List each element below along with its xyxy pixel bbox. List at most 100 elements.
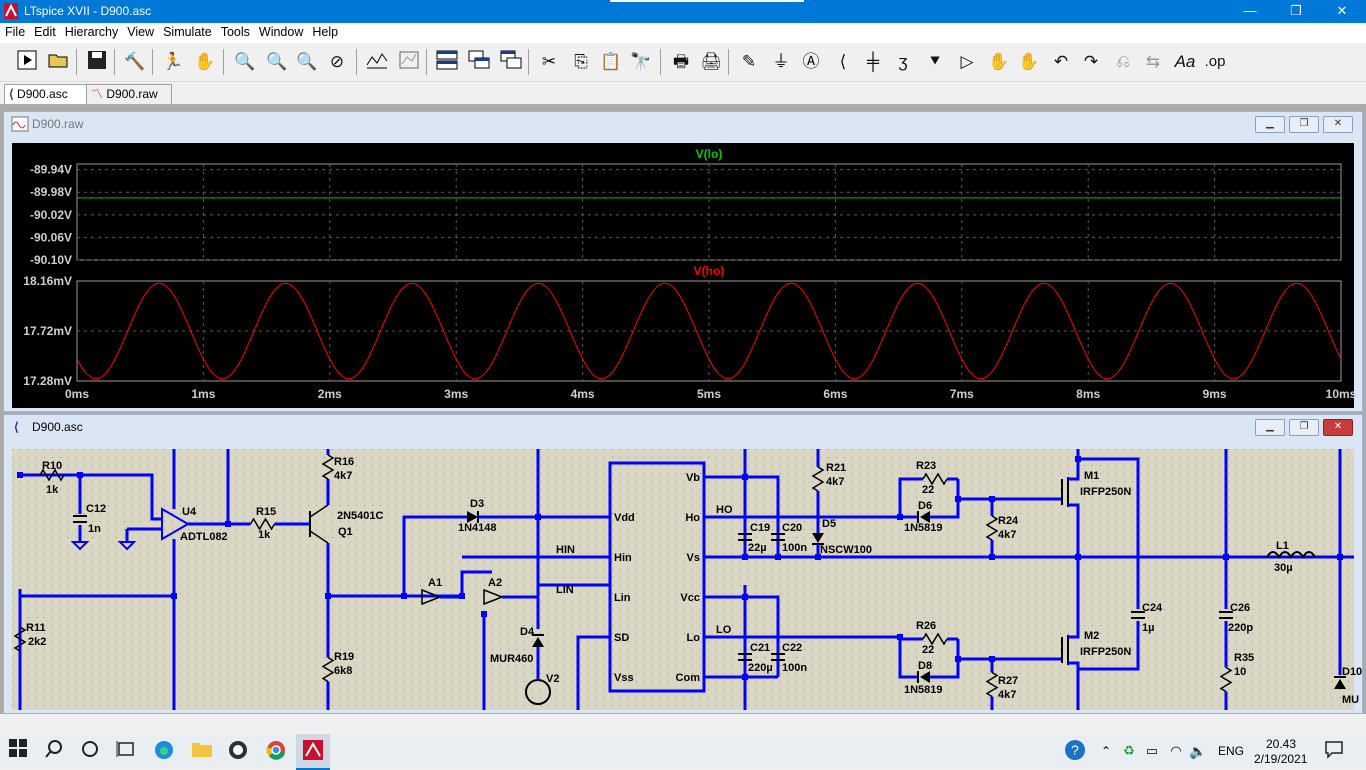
resistor-r35 <box>1219 666 1233 693</box>
open-icon[interactable] <box>46 49 72 75</box>
tile-horizontal-icon[interactable] <box>434 49 460 75</box>
clock-date[interactable]: 2/19/2021 <box>1254 752 1308 766</box>
inductor-icon[interactable]: ʒ <box>898 52 908 71</box>
menu-tools[interactable]: Tools <box>220 25 250 39</box>
copy-icon[interactable]: ⎘ <box>574 52 588 71</box>
zoom-in-icon[interactable]: 🔍 <box>234 52 256 71</box>
menu-window[interactable]: Window <box>258 25 304 39</box>
battery-icon[interactable]: ▭ <box>1145 743 1159 758</box>
component-label: IRFP250N <box>1080 646 1131 658</box>
spice-directive-icon[interactable]: .op <box>1204 53 1226 70</box>
component-label: 4k7 <box>998 529 1016 541</box>
paste-icon[interactable]: 📋 <box>600 52 622 71</box>
close-button[interactable]: ✕ <box>1336 3 1348 18</box>
resistor-r10 <box>39 468 65 482</box>
autorange-icon[interactable] <box>364 49 390 75</box>
pan-icon[interactable]: ✋ <box>194 52 216 71</box>
child-close-button[interactable]: ✕ <box>1323 116 1353 133</box>
save-icon[interactable] <box>84 49 110 75</box>
minimize-button[interactable]: — <box>1243 3 1257 18</box>
volume-icon[interactable]: 🔈 <box>1189 743 1207 759</box>
edge-icon[interactable] <box>152 739 176 763</box>
ltspice-icon[interactable] <box>301 739 325 763</box>
menu-simulate[interactable]: Simulate <box>163 25 212 39</box>
schematic-drawing[interactable]: R101kC121nU4ADTL082R151k2N5401CQ1R164k7R… <box>12 449 1362 710</box>
notification-icon[interactable] <box>1322 739 1346 763</box>
ground-icon[interactable]: ⏚ <box>772 52 790 71</box>
zoom-out-icon[interactable]: 🔍 <box>296 52 318 71</box>
schematic-window-title: D900.asc <box>32 420 83 434</box>
rotate-icon[interactable]: ⎌ <box>1116 52 1130 71</box>
diode-icon[interactable]: ⯆ <box>928 52 942 71</box>
cascade-icon[interactable] <box>466 49 492 75</box>
waveform-plot[interactable]: -89.94V-89.98V-90.02V-90.06V-90.10VV(lo)… <box>12 143 1356 408</box>
wire <box>704 595 780 677</box>
resistor-icon[interactable]: ⟨ <box>839 52 847 71</box>
wire-junction <box>989 496 995 502</box>
ic-pin-label: Lo <box>687 632 701 644</box>
mirror-icon[interactable]: ⇆ <box>1145 52 1161 71</box>
sync-icon[interactable]: ♻ <box>1123 743 1135 758</box>
tab-d900-raw[interactable]: 〽 D900.raw <box>86 84 172 104</box>
plot-settings-icon[interactable] <box>396 49 422 75</box>
text-icon[interactable]: Aa <box>1174 52 1196 71</box>
help-icon[interactable]: ? <box>1063 739 1087 763</box>
component-label: D8 <box>918 660 932 672</box>
chevron-up-icon[interactable]: ⌃ <box>1100 744 1112 758</box>
print-setup-icon[interactable]: 🖨 <box>700 52 722 71</box>
menu-help[interactable]: Help <box>312 25 339 39</box>
drag-icon[interactable]: ✋ <box>1018 52 1040 71</box>
child-minimize-button[interactable]: ▁ <box>1255 116 1285 133</box>
svg-text:?: ? <box>1071 742 1079 758</box>
menu-view[interactable]: View <box>127 25 155 39</box>
language-indicator[interactable]: ENG <box>1218 744 1245 758</box>
cut-icon[interactable]: ✂ <box>541 52 557 71</box>
search-icon[interactable] <box>42 739 66 763</box>
x-tick-label: 8ms <box>1076 387 1100 401</box>
cortana-icon[interactable] <box>78 739 102 763</box>
explorer-icon[interactable] <box>190 739 214 763</box>
y-tick-label: 18.16mV <box>23 274 72 288</box>
component-label: R26 <box>916 620 936 632</box>
task-view-icon[interactable] <box>114 739 138 763</box>
tab-d900-asc[interactable]: ⟨ D900.asc <box>4 84 92 104</box>
child-close-button[interactable]: ✕ <box>1323 419 1353 436</box>
component-label: R16 <box>334 456 354 468</box>
child-maximize-button[interactable]: ❐ <box>1289 116 1319 133</box>
redo-icon[interactable]: ↷ <box>1083 52 1099 71</box>
wire <box>1068 503 1080 557</box>
move-icon[interactable]: ✋ <box>988 52 1010 71</box>
wifi-icon[interactable]: ◠ <box>1170 743 1182 758</box>
chrome-icon[interactable] <box>264 739 288 763</box>
tile-vertical-icon[interactable] <box>498 49 524 75</box>
label-net-icon[interactable]: Ⓐ <box>802 52 820 71</box>
x-tick-label: 3ms <box>444 387 468 401</box>
find-icon[interactable]: 🔭 <box>630 52 652 71</box>
undo-icon[interactable]: ↶ <box>1053 52 1069 71</box>
component-icon[interactable]: ▷ <box>960 52 974 71</box>
diode-d4 <box>532 637 544 647</box>
print-icon[interactable]: 🖶 <box>672 52 690 71</box>
menu-edit[interactable]: Edit <box>34 25 56 39</box>
zoom-cancel-icon[interactable]: ⊘ <box>329 52 345 71</box>
halt-icon[interactable]: 🏃 <box>162 52 184 71</box>
child-minimize-button[interactable]: ▁ <box>1255 419 1285 436</box>
draw-wire-icon[interactable]: ✎ <box>741 52 757 71</box>
run-icon[interactable] <box>14 49 40 75</box>
wire <box>898 477 912 517</box>
zoom-area-icon[interactable]: 🔍 <box>266 52 288 71</box>
obs-icon[interactable] <box>226 739 250 763</box>
control-panel-icon[interactable]: 🔨 <box>124 52 146 71</box>
child-maximize-button[interactable]: ❐ <box>1289 419 1319 436</box>
restore-button[interactable]: ❐ <box>1290 3 1302 18</box>
tab-label: D900.raw <box>106 87 158 101</box>
tab-label: D900.asc <box>17 87 68 101</box>
capacitor-icon[interactable]: ╪ <box>866 52 880 71</box>
start-icon[interactable] <box>6 739 30 763</box>
component-label: R10 <box>42 460 62 472</box>
menu-hierarchy[interactable]: Hierarchy <box>64 25 119 39</box>
clock-time[interactable]: 20.43 <box>1266 737 1297 751</box>
menu-file[interactable]: File <box>5 25 26 39</box>
